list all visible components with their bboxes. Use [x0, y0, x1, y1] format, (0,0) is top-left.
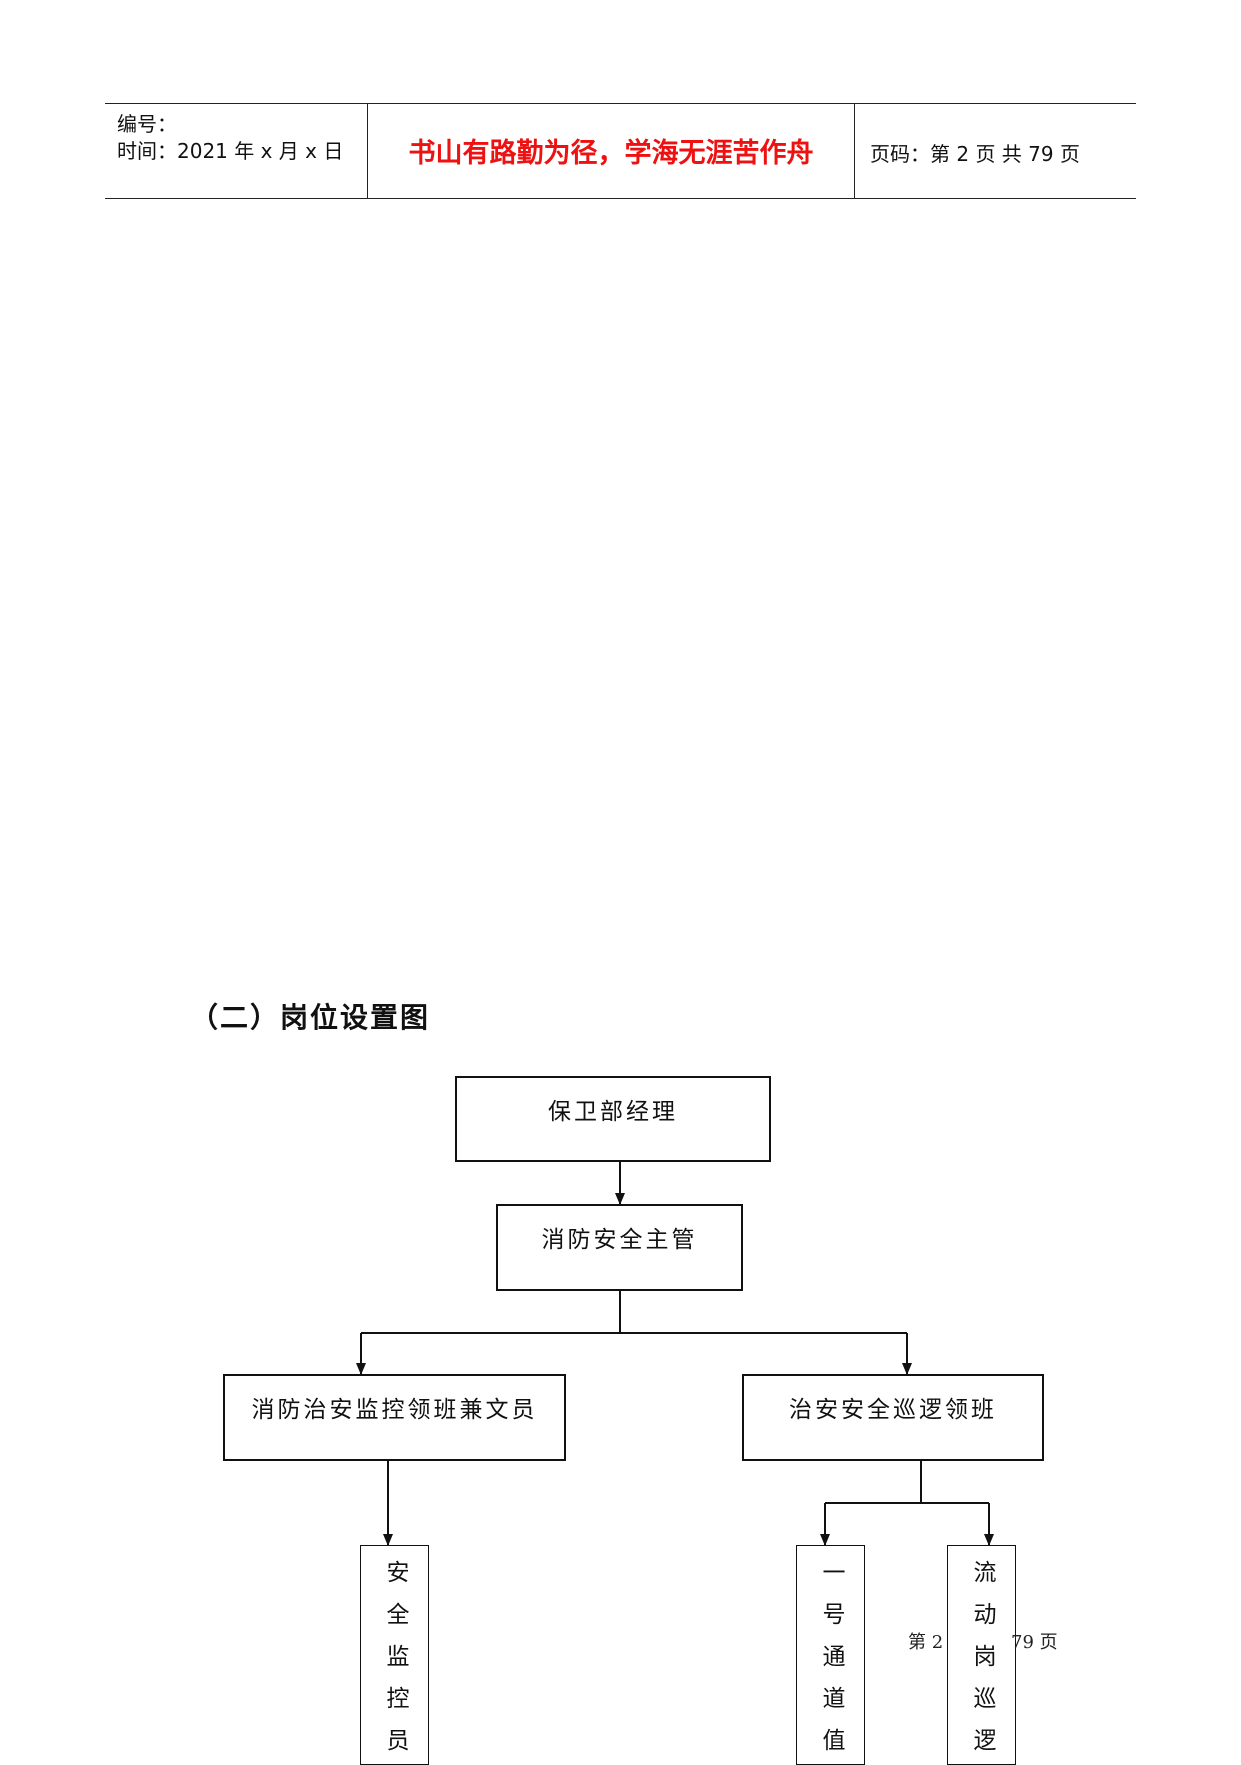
node-mobile-patrol-label: 流动岗巡逻 — [969, 1560, 995, 1765]
footer-page-prefix: 第 2 — [908, 1632, 944, 1653]
node-patrol-lead-label: 治安安全巡逻领班 — [789, 1397, 997, 1423]
node-security-monitor-label: 安全监控员 — [382, 1560, 408, 1765]
node-monitoring-lead: 消防治安监控领班兼文员 — [223, 1374, 566, 1461]
header-page-info: 页码：第 2 页 共 79 页 — [870, 142, 1080, 166]
header-motto: 书山有路勤为径，学海无涯苦作舟 — [408, 138, 814, 169]
node-fire-safety-supervisor-label: 消防安全主管 — [541, 1227, 698, 1253]
document-header: 编号： 时间：2021 年 x 月 x 日 书山有路勤为径，学海无涯苦作舟 页码… — [105, 103, 1136, 199]
node-security-manager-label: 保卫部经理 — [548, 1099, 678, 1125]
node-mobile-patrol: 流动岗巡逻 — [947, 1545, 1016, 1765]
section-title: （二）岗位设置图 — [190, 1001, 431, 1034]
header-page-cell: 页码：第 2 页 共 79 页 — [855, 104, 1136, 198]
header-meta-cell: 编号： 时间：2021 年 x 月 x 日 — [105, 104, 368, 198]
node-channel-one-duty-label: 一号通道值 — [818, 1560, 844, 1765]
document-time: 时间：2021 年 x 月 x 日 — [117, 139, 344, 163]
document-number: 编号： — [117, 112, 177, 136]
node-patrol-lead: 治安安全巡逻领班 — [742, 1374, 1044, 1461]
header-motto-cell: 书山有路勤为径，学海无涯苦作舟 — [368, 104, 855, 198]
node-monitoring-lead-label: 消防治安监控领班兼文员 — [251, 1397, 538, 1423]
node-security-monitor: 安全监控员 — [360, 1545, 429, 1765]
node-fire-safety-supervisor: 消防安全主管 — [496, 1204, 743, 1291]
footer-page-suffix: 79 页 — [1011, 1632, 1058, 1653]
node-security-manager: 保卫部经理 — [455, 1076, 771, 1162]
node-channel-one-duty: 一号通道值 — [796, 1545, 865, 1765]
